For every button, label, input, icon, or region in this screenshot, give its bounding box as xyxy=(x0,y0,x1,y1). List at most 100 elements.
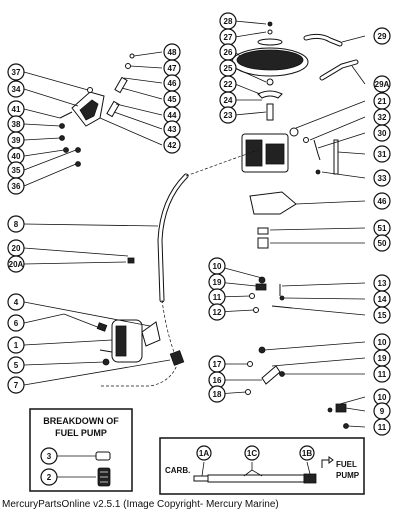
callout-c10a: 10 xyxy=(208,257,226,275)
callout-label: 20 xyxy=(12,244,21,253)
fitting-7-part xyxy=(169,350,185,366)
callout-label: 46 xyxy=(168,79,177,88)
callout-label: 31 xyxy=(378,150,387,159)
elbow-part xyxy=(313,139,321,161)
flame-arrestor-group xyxy=(231,21,359,121)
callout-label: 10 xyxy=(213,262,222,271)
callout-label: 9 xyxy=(380,407,385,416)
callout-c1b: 1B xyxy=(299,445,315,461)
callout-label: 43 xyxy=(168,125,177,134)
callout-label: 8 xyxy=(14,220,19,229)
callout-label: 5 xyxy=(14,361,19,370)
spacer-part xyxy=(257,227,269,235)
callout-c10b: 10 xyxy=(373,333,391,351)
callout-c20a: 20A xyxy=(7,255,25,273)
lower-linkage-group xyxy=(245,346,349,429)
callout-c29a: 29A xyxy=(373,75,391,93)
callout-label: 10 xyxy=(378,338,387,347)
callout-c11c: 11 xyxy=(373,418,391,436)
callout-label: 1C xyxy=(247,449,257,458)
clip-part xyxy=(257,90,283,99)
callout-label: 29A xyxy=(375,80,390,89)
callout-c26: 26 xyxy=(219,43,237,61)
callout-label: 38 xyxy=(12,120,21,129)
callout-label: 34 xyxy=(12,85,21,94)
callout-c35: 35 xyxy=(7,161,25,179)
footer-caption: MercuryPartsOnline v2.5.1 (Image Copyrig… xyxy=(2,499,279,510)
callout-c30: 30 xyxy=(373,124,391,142)
linkage-group xyxy=(249,276,293,313)
callout-c50: 50 xyxy=(373,234,391,252)
callout-label: 45 xyxy=(168,95,177,104)
callout-c21: 21 xyxy=(373,92,391,110)
callout-label: 37 xyxy=(12,68,21,77)
fuel-pump-group xyxy=(63,313,161,366)
callout-c12: 12 xyxy=(208,303,226,321)
callout-label: 1B xyxy=(302,449,312,458)
callout-label: 19 xyxy=(378,354,387,363)
callout-label: 24 xyxy=(224,96,233,105)
callout-label: 46 xyxy=(378,197,387,206)
callout-c17: 17 xyxy=(208,355,226,373)
pump-gasket-part xyxy=(141,321,161,347)
callout-label: 12 xyxy=(213,308,222,317)
carburetor-body xyxy=(245,139,263,167)
callout-label: 15 xyxy=(378,311,387,320)
callout-c15: 15 xyxy=(373,306,391,324)
callout-label: 4 xyxy=(14,298,19,307)
callout-label: 21 xyxy=(378,97,387,106)
callout-c28: 28 xyxy=(219,12,237,30)
callout-c2: 2 xyxy=(40,468,58,486)
callout-c37: 37 xyxy=(7,63,25,81)
callout-c1a: 1A xyxy=(196,445,212,461)
callout-c19a: 19 xyxy=(208,273,226,291)
carb-label: CARB. xyxy=(165,466,190,475)
carburetor-group xyxy=(241,127,339,249)
callout-label: 16 xyxy=(213,376,222,385)
callout-label: 11 xyxy=(213,293,222,302)
nut-part xyxy=(267,21,273,27)
callout-c1: 1 xyxy=(7,336,25,354)
callout-c41: 41 xyxy=(7,100,25,118)
callout-label: 2 xyxy=(47,473,52,482)
callout-c14: 14 xyxy=(373,290,391,308)
spacer-2-part xyxy=(257,237,269,249)
callout-c18: 18 xyxy=(208,385,226,403)
callout-c51: 51 xyxy=(373,219,391,237)
callout-label: 7 xyxy=(14,381,19,390)
callout-c45: 45 xyxy=(163,90,181,108)
callout-label: 22 xyxy=(224,80,233,89)
clip-20-group xyxy=(23,247,135,265)
callout-label: 25 xyxy=(224,64,233,73)
callout-c29: 29 xyxy=(373,27,391,45)
callout-c36: 36 xyxy=(7,177,25,195)
callout-label: 41 xyxy=(12,105,21,114)
callout-c25: 25 xyxy=(219,59,237,77)
callout-label: 11 xyxy=(378,370,387,379)
callout-label: 42 xyxy=(168,141,177,150)
callout-c11b: 11 xyxy=(373,365,391,383)
fitting-part xyxy=(303,137,309,143)
hose-assembly xyxy=(193,461,317,484)
callout-c43: 43 xyxy=(163,120,181,138)
callout-label: 1 xyxy=(14,341,19,350)
callout-label: 14 xyxy=(378,295,387,304)
callout-c34: 34 xyxy=(7,80,25,98)
callout-label: 18 xyxy=(213,390,222,399)
callout-c32: 32 xyxy=(373,108,391,126)
callout-c7: 7 xyxy=(7,376,25,394)
callout-label: 3 xyxy=(47,452,52,461)
callout-c47: 47 xyxy=(163,59,181,77)
callout-c24: 24 xyxy=(219,91,237,109)
breakdown-title-2: FUEL PUMP xyxy=(55,428,107,438)
callout-label: 51 xyxy=(378,224,387,233)
callout-c33: 33 xyxy=(373,169,391,187)
callout-c42: 42 xyxy=(163,136,181,154)
breakdown-title-1: BREAKDOWN OF xyxy=(43,416,119,426)
callout-label: 1A xyxy=(199,449,209,458)
callout-label: 44 xyxy=(168,111,177,120)
flame-arrestor-mesh xyxy=(236,49,304,71)
callout-c4: 4 xyxy=(7,293,25,311)
callout-label: 36 xyxy=(12,182,21,191)
